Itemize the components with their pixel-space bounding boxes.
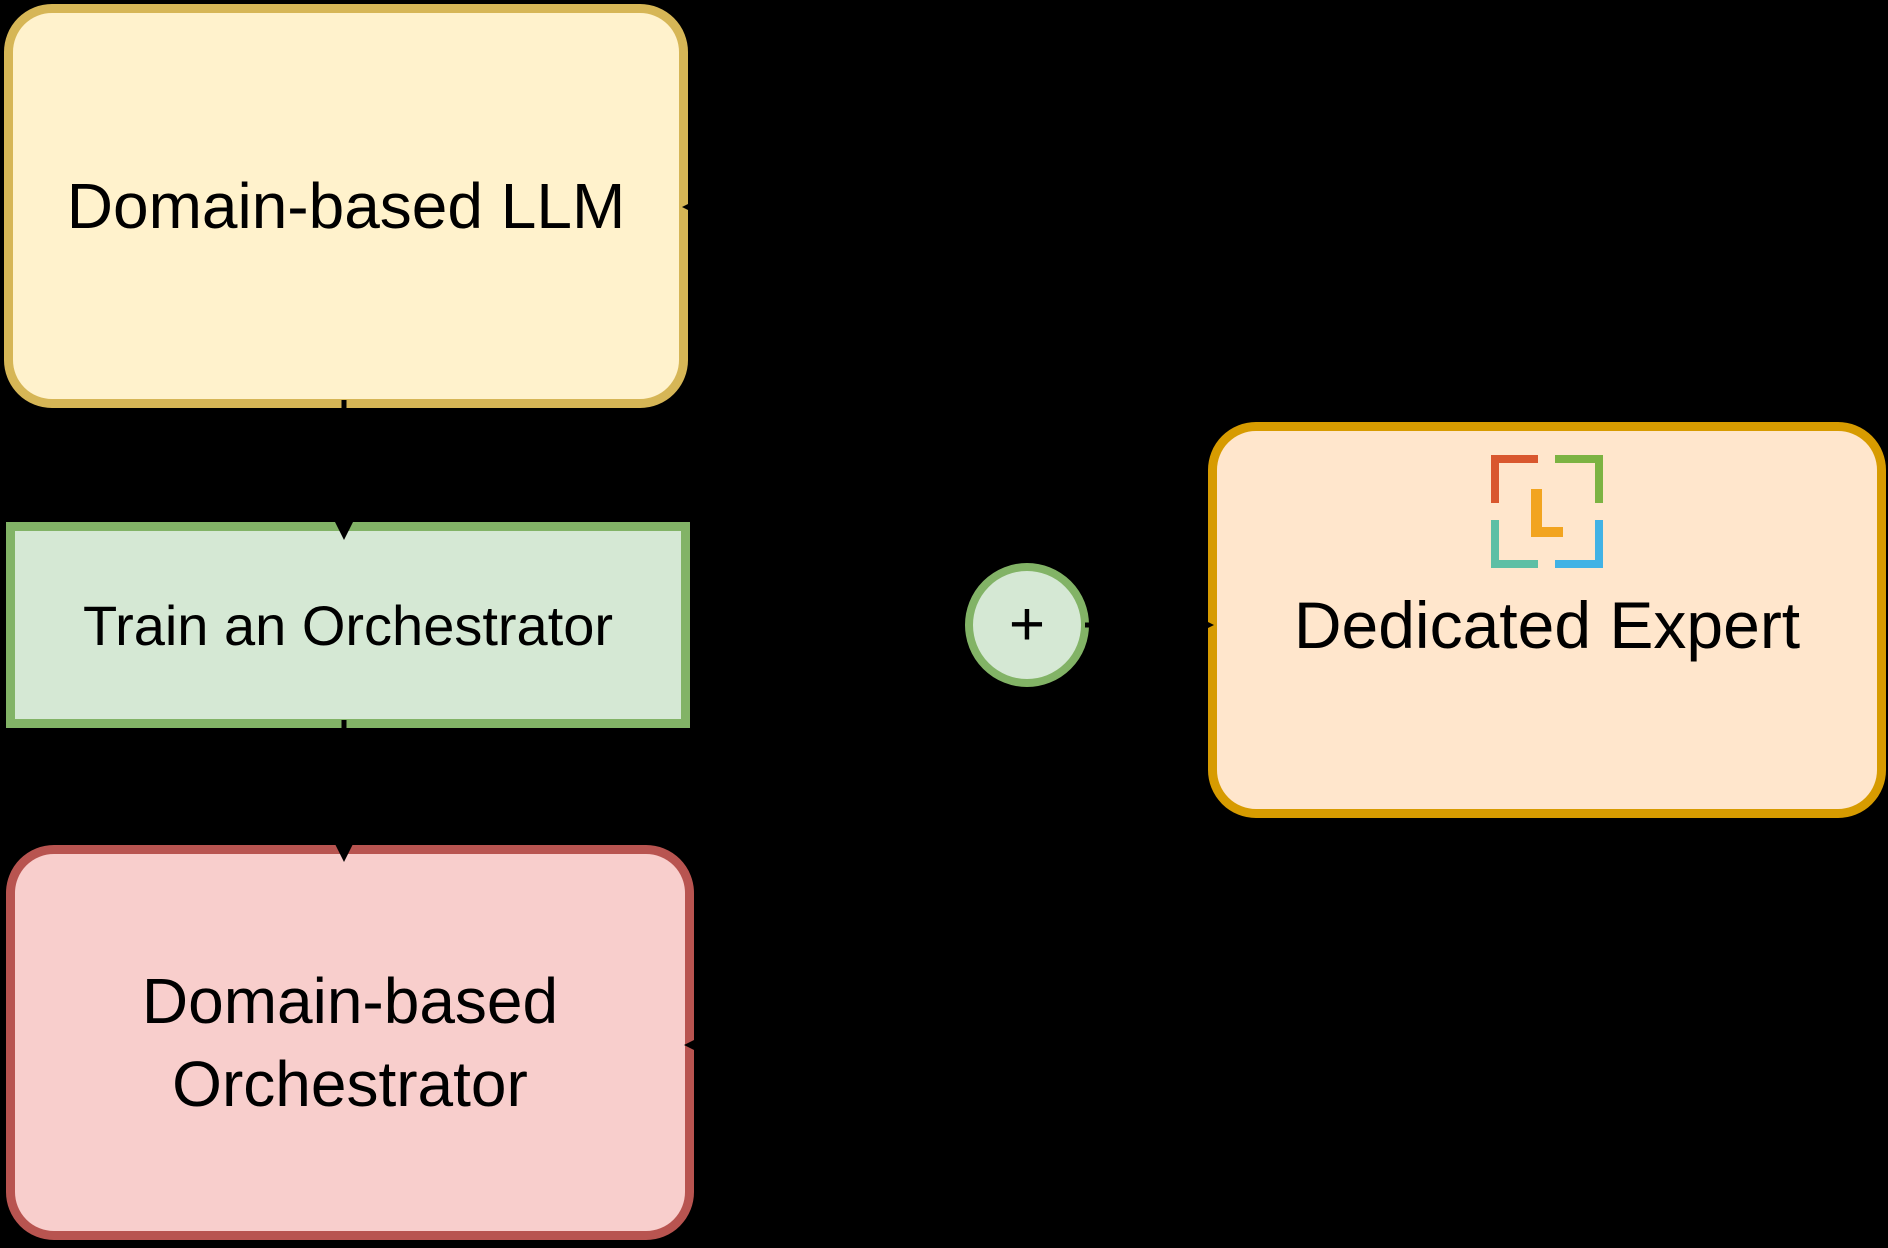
plus-junction-circle: + xyxy=(965,563,1089,687)
dedicated-expert-logo-icon xyxy=(1491,455,1603,568)
logo-bottom-right-bracket xyxy=(1555,520,1603,568)
node-domain-based-orchestrator: Domain-based Orchestrator xyxy=(6,845,694,1240)
plus-icon: + xyxy=(1008,590,1046,659)
logo-letter-l xyxy=(1531,489,1563,537)
node-domain-based-orchestrator-label: Domain-based Orchestrator xyxy=(142,960,558,1126)
node-dedicated-expert-label: Dedicated Expert xyxy=(1293,588,1801,662)
arrow-plus-to-expert xyxy=(1085,616,1214,634)
logo-top-left-bracket xyxy=(1491,455,1538,503)
arrow-into-orchestrator xyxy=(684,625,903,1054)
arrow-train-to-orchestrator xyxy=(335,720,353,862)
logo-bottom-left-bracket xyxy=(1491,520,1538,568)
node-dedicated-expert: Dedicated Expert xyxy=(1208,422,1886,818)
node-domain-based-llm: Domain-based LLM xyxy=(4,4,688,408)
orchestrator-label-line1: Domain-based xyxy=(141,964,559,1037)
node-domain-based-llm-label: Domain-based LLM xyxy=(66,170,626,242)
arrow-into-llm xyxy=(682,198,903,625)
arrow-llm-to-train xyxy=(335,400,353,540)
node-train-an-orchestrator-label: Train an Orchestrator xyxy=(82,593,614,657)
node-train-an-orchestrator: Train an Orchestrator xyxy=(6,522,690,728)
logo-top-right-bracket xyxy=(1555,455,1603,503)
orchestrator-label-line2: Orchestrator xyxy=(172,1047,528,1120)
